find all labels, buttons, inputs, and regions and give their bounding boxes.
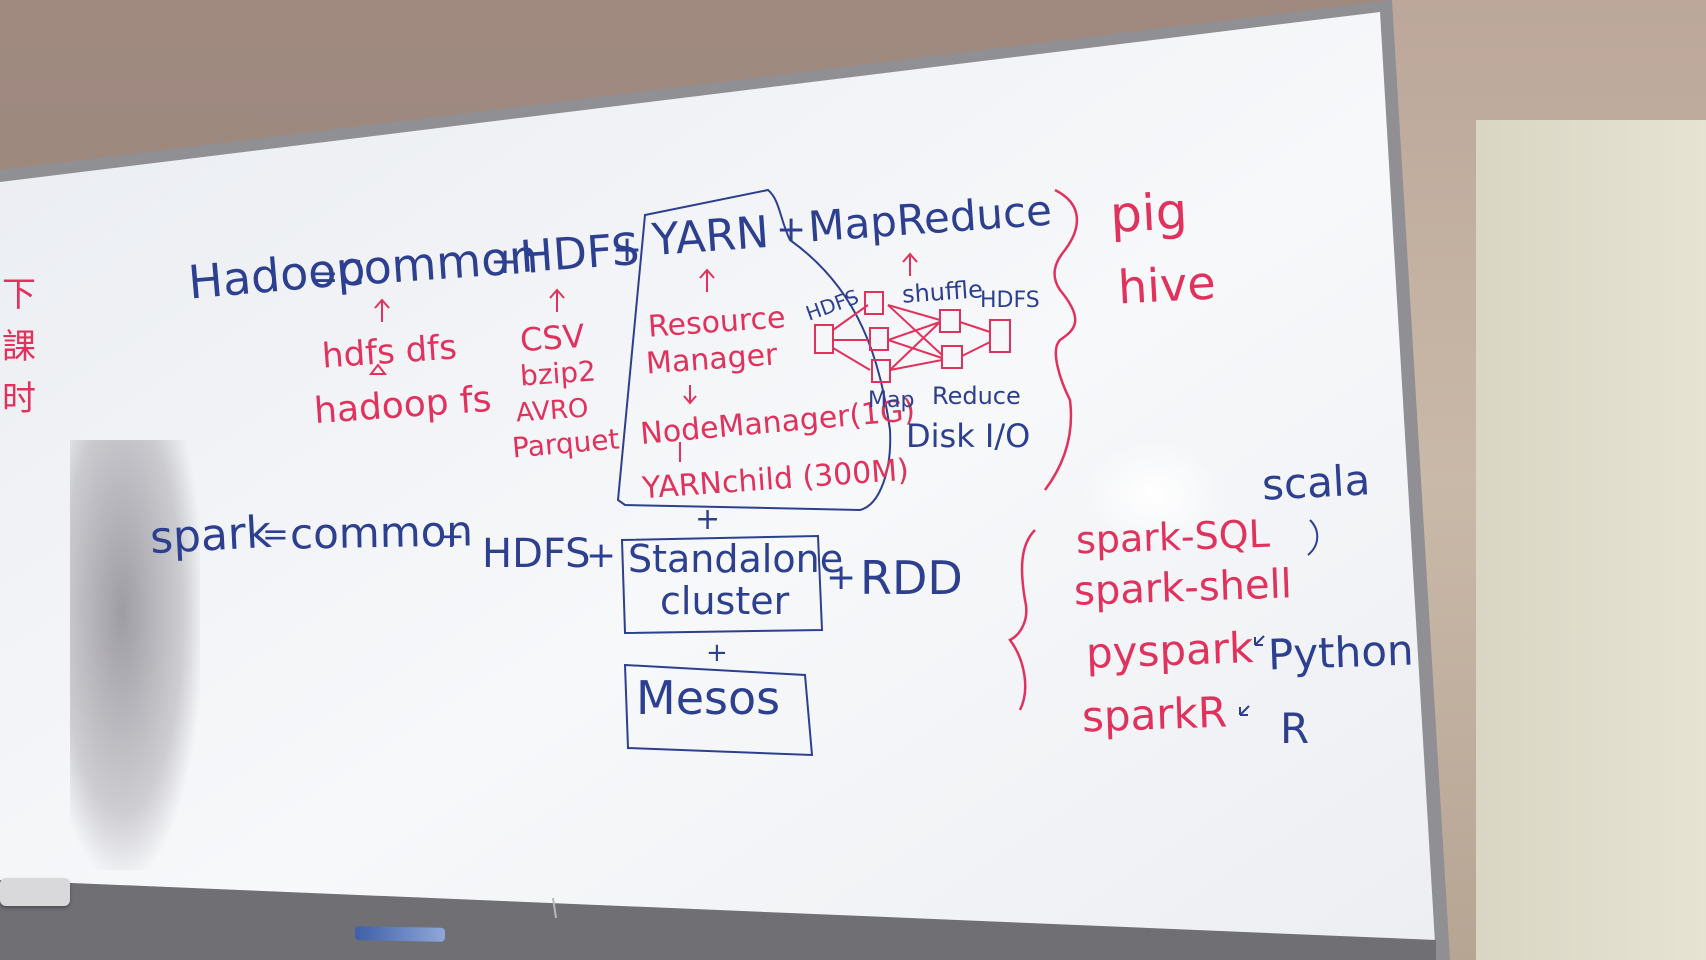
side-note-3: 时 [2,379,36,419]
hadoop-tools-brace [1043,188,1079,491]
yarn-note-manager: Manager [644,337,779,382]
spark-plus-mesos: + [706,638,728,668]
hadoop-plus-1: + [490,241,521,282]
mr-hdfs-right: HDFS [980,288,1040,313]
eraser-mark [552,897,557,919]
spark-equals: = [262,515,289,553]
format-csv: CSV [518,316,586,360]
hadoop-equals: = [310,257,339,297]
mr-map: Map [868,388,915,413]
spark-plus-3: + [826,557,857,598]
spark-tools-brace [1008,529,1036,711]
tool-python: Python [1267,625,1415,680]
side-note-1: 下 [2,275,36,315]
spark-sql-brace [1307,519,1319,556]
yarn-box-outline [616,188,892,512]
spark-plus-1: + [438,517,465,555]
standalone-box-outline [620,534,824,635]
marker-pen [354,926,446,942]
spark-standalone: Standalone [628,537,844,581]
spark-cluster: cluster [660,579,790,623]
format-bzip2: bzip2 [518,354,597,393]
whiteboard-surface [0,12,1436,960]
mr-shuffle: shuffle [901,275,984,309]
light-glare [1080,440,1230,550]
hadoop-plus-2: + [612,229,643,270]
spark-plus-2: + [586,535,617,576]
spark-label: spark [148,506,273,565]
hadoop-plus-3: + [776,209,807,250]
format-avro: AVRO [515,393,590,429]
tool-pyspark: pyspark [1085,623,1255,678]
red-arrows [368,252,918,462]
mapreduce-flow-diagram [814,291,1011,383]
whiteboard-eraser [0,878,70,906]
hadoop-yarn: YARN [650,206,771,267]
door [1476,120,1706,960]
spark-hdfs: HDFS [482,531,591,577]
mr-reduce: Reduce [932,382,1021,410]
tool-hive: hive [1116,255,1217,315]
tool-spark-sql: spark-SQL [1075,511,1271,563]
blue-arrows [1239,635,1265,716]
common-note-hdfs-dfs: hdfs dfs [320,327,459,377]
tool-pig: pig [1108,182,1189,244]
tool-spark-shell: spark-shell [1073,561,1293,615]
tool-scala: scala [1260,455,1372,510]
tool-sparkr: sparkR [1081,687,1228,742]
mr-disk-io: Disk I/O [906,417,1031,455]
side-note-2: 課 [2,327,36,367]
tool-r: R [1280,704,1310,753]
spark-plus-yarn: + [695,502,721,537]
spark-rdd: RDD [860,551,963,605]
mesos-box-outline [623,663,814,757]
person-shadow [70,440,200,870]
spark-mesos: Mesos [636,671,781,725]
